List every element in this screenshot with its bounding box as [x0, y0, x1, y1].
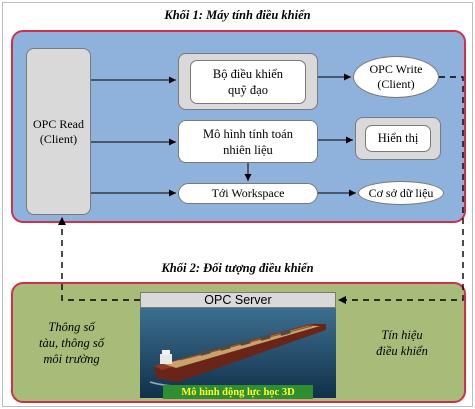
ship-illustration: [140, 308, 336, 398]
display-node: Hiển thị: [365, 125, 431, 152]
opc-write-client-node: OPC Write (Client): [353, 56, 439, 98]
dashed-arrowhead-read: [58, 217, 66, 225]
dashed-server-to-read: [61, 218, 140, 301]
ship-image: [140, 308, 336, 398]
trajectory-controller-node: Bộ điều khiển quỹ đạo: [190, 60, 306, 104]
block1-title: Khối 1: Máy tính điều khiển: [164, 8, 311, 22]
dashed-write-to-server: [338, 76, 464, 301]
dashed-arrowhead-server: [338, 296, 346, 304]
database-node: Cơ sở dữ liệu: [358, 181, 444, 205]
ship-model-caption: Mô hình động lực học 3D: [163, 385, 313, 399]
opc-server-node: OPC Server: [140, 292, 336, 308]
opc-read-client-node: OPC Read (Client): [26, 48, 91, 215]
fuel-model-node: Mô hình tính toán nhiên liệu: [178, 120, 318, 163]
control-signal-label: Tín hiệu điều khiển: [376, 328, 428, 358]
block2-title: Khối 2: Đối tượng điều khiển: [161, 261, 314, 275]
ship-params-label: Thông số tàu, thông số môi trường: [39, 320, 104, 366]
trajectory-controller-outer: Bộ điều khiển quỹ đạo: [178, 53, 318, 110]
workspace-node: Tới Workspace: [178, 183, 318, 204]
display-outer: Hiển thị: [355, 117, 441, 160]
